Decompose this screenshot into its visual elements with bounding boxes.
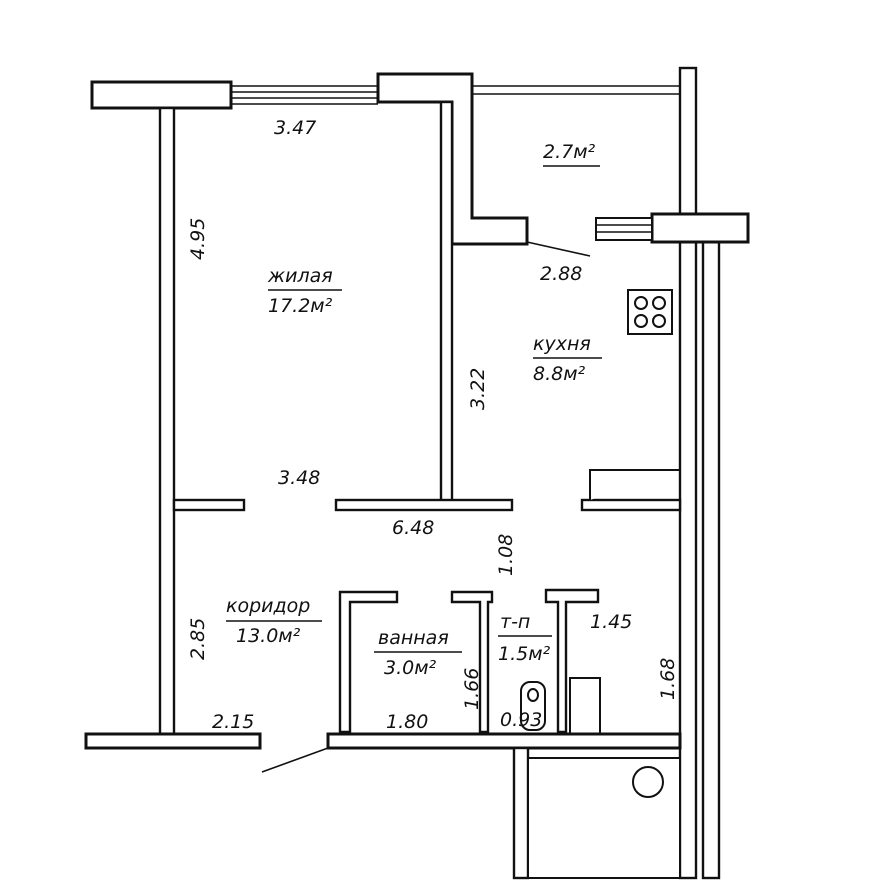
dim-living-width-bottom: 3.48 xyxy=(278,467,320,489)
dim-bathroom-width: 1.80 xyxy=(386,711,428,733)
toilet-area: 1.5м² xyxy=(498,643,551,665)
left-wall xyxy=(158,106,176,736)
dim-corridor-bottom: 2.15 xyxy=(212,711,254,733)
living-window xyxy=(231,85,378,105)
bathroom-area: 3.0м² xyxy=(384,657,437,679)
entrance-door-swing xyxy=(261,747,329,773)
kitchen-door-swing xyxy=(526,241,591,257)
toilet-icon xyxy=(520,681,546,731)
kitchen-area: 8.8м² xyxy=(533,363,586,385)
living-room-area: 17.2м² xyxy=(268,295,333,317)
right-wall-inner xyxy=(701,240,721,880)
right-wall-outer xyxy=(678,66,698,880)
toilet-right-wall xyxy=(544,588,600,734)
stair-wall-left xyxy=(512,746,530,880)
bottom-wall xyxy=(326,732,682,750)
living-partition-left xyxy=(172,498,246,512)
dim-toilet-width: 0.93 xyxy=(500,709,542,731)
dim-living-width-top: 3.47 xyxy=(274,117,316,139)
riser-icon xyxy=(632,766,664,798)
shaft xyxy=(569,677,601,735)
bath-toilet-wall xyxy=(450,590,494,734)
corridor-area: 13.0м² xyxy=(236,625,301,647)
kitchen-name: кухня xyxy=(533,333,591,355)
living-room-name: жилая xyxy=(267,265,333,287)
top-wall-left xyxy=(90,80,233,110)
dim-corridor-height: 2.85 xyxy=(187,618,209,660)
kitchen-counter xyxy=(589,469,680,500)
living-kitchen-partition xyxy=(439,100,454,508)
kitchen-window xyxy=(595,217,653,241)
dim-corridor-length: 6.48 xyxy=(392,517,434,539)
bathroom-wall xyxy=(338,590,399,734)
dim-toilet-height: 1.45 xyxy=(590,611,632,633)
dim-kitchen-height: 3.22 xyxy=(467,368,489,410)
balcony-railing xyxy=(472,85,680,95)
toilet-name: т-п xyxy=(500,611,530,633)
bathroom-name: ванная xyxy=(378,627,449,649)
kitchen-partition-right xyxy=(580,498,682,512)
stove-icon xyxy=(627,289,673,335)
dim-bathroom-height: 1.66 xyxy=(461,668,483,710)
bottom-left-wall xyxy=(84,732,262,750)
dim-kitchen-width: 2.88 xyxy=(540,263,582,285)
balcony-area: 2.7м² xyxy=(543,141,596,163)
dim-living-height: 4.95 xyxy=(187,218,209,260)
living-partition-mid xyxy=(334,498,514,512)
corridor-name: коридор xyxy=(226,595,310,617)
kitchen-top-wall xyxy=(650,212,750,244)
dim-hall-height: 1.68 xyxy=(657,658,679,700)
dim-corridor-gap: 1.08 xyxy=(495,534,517,576)
